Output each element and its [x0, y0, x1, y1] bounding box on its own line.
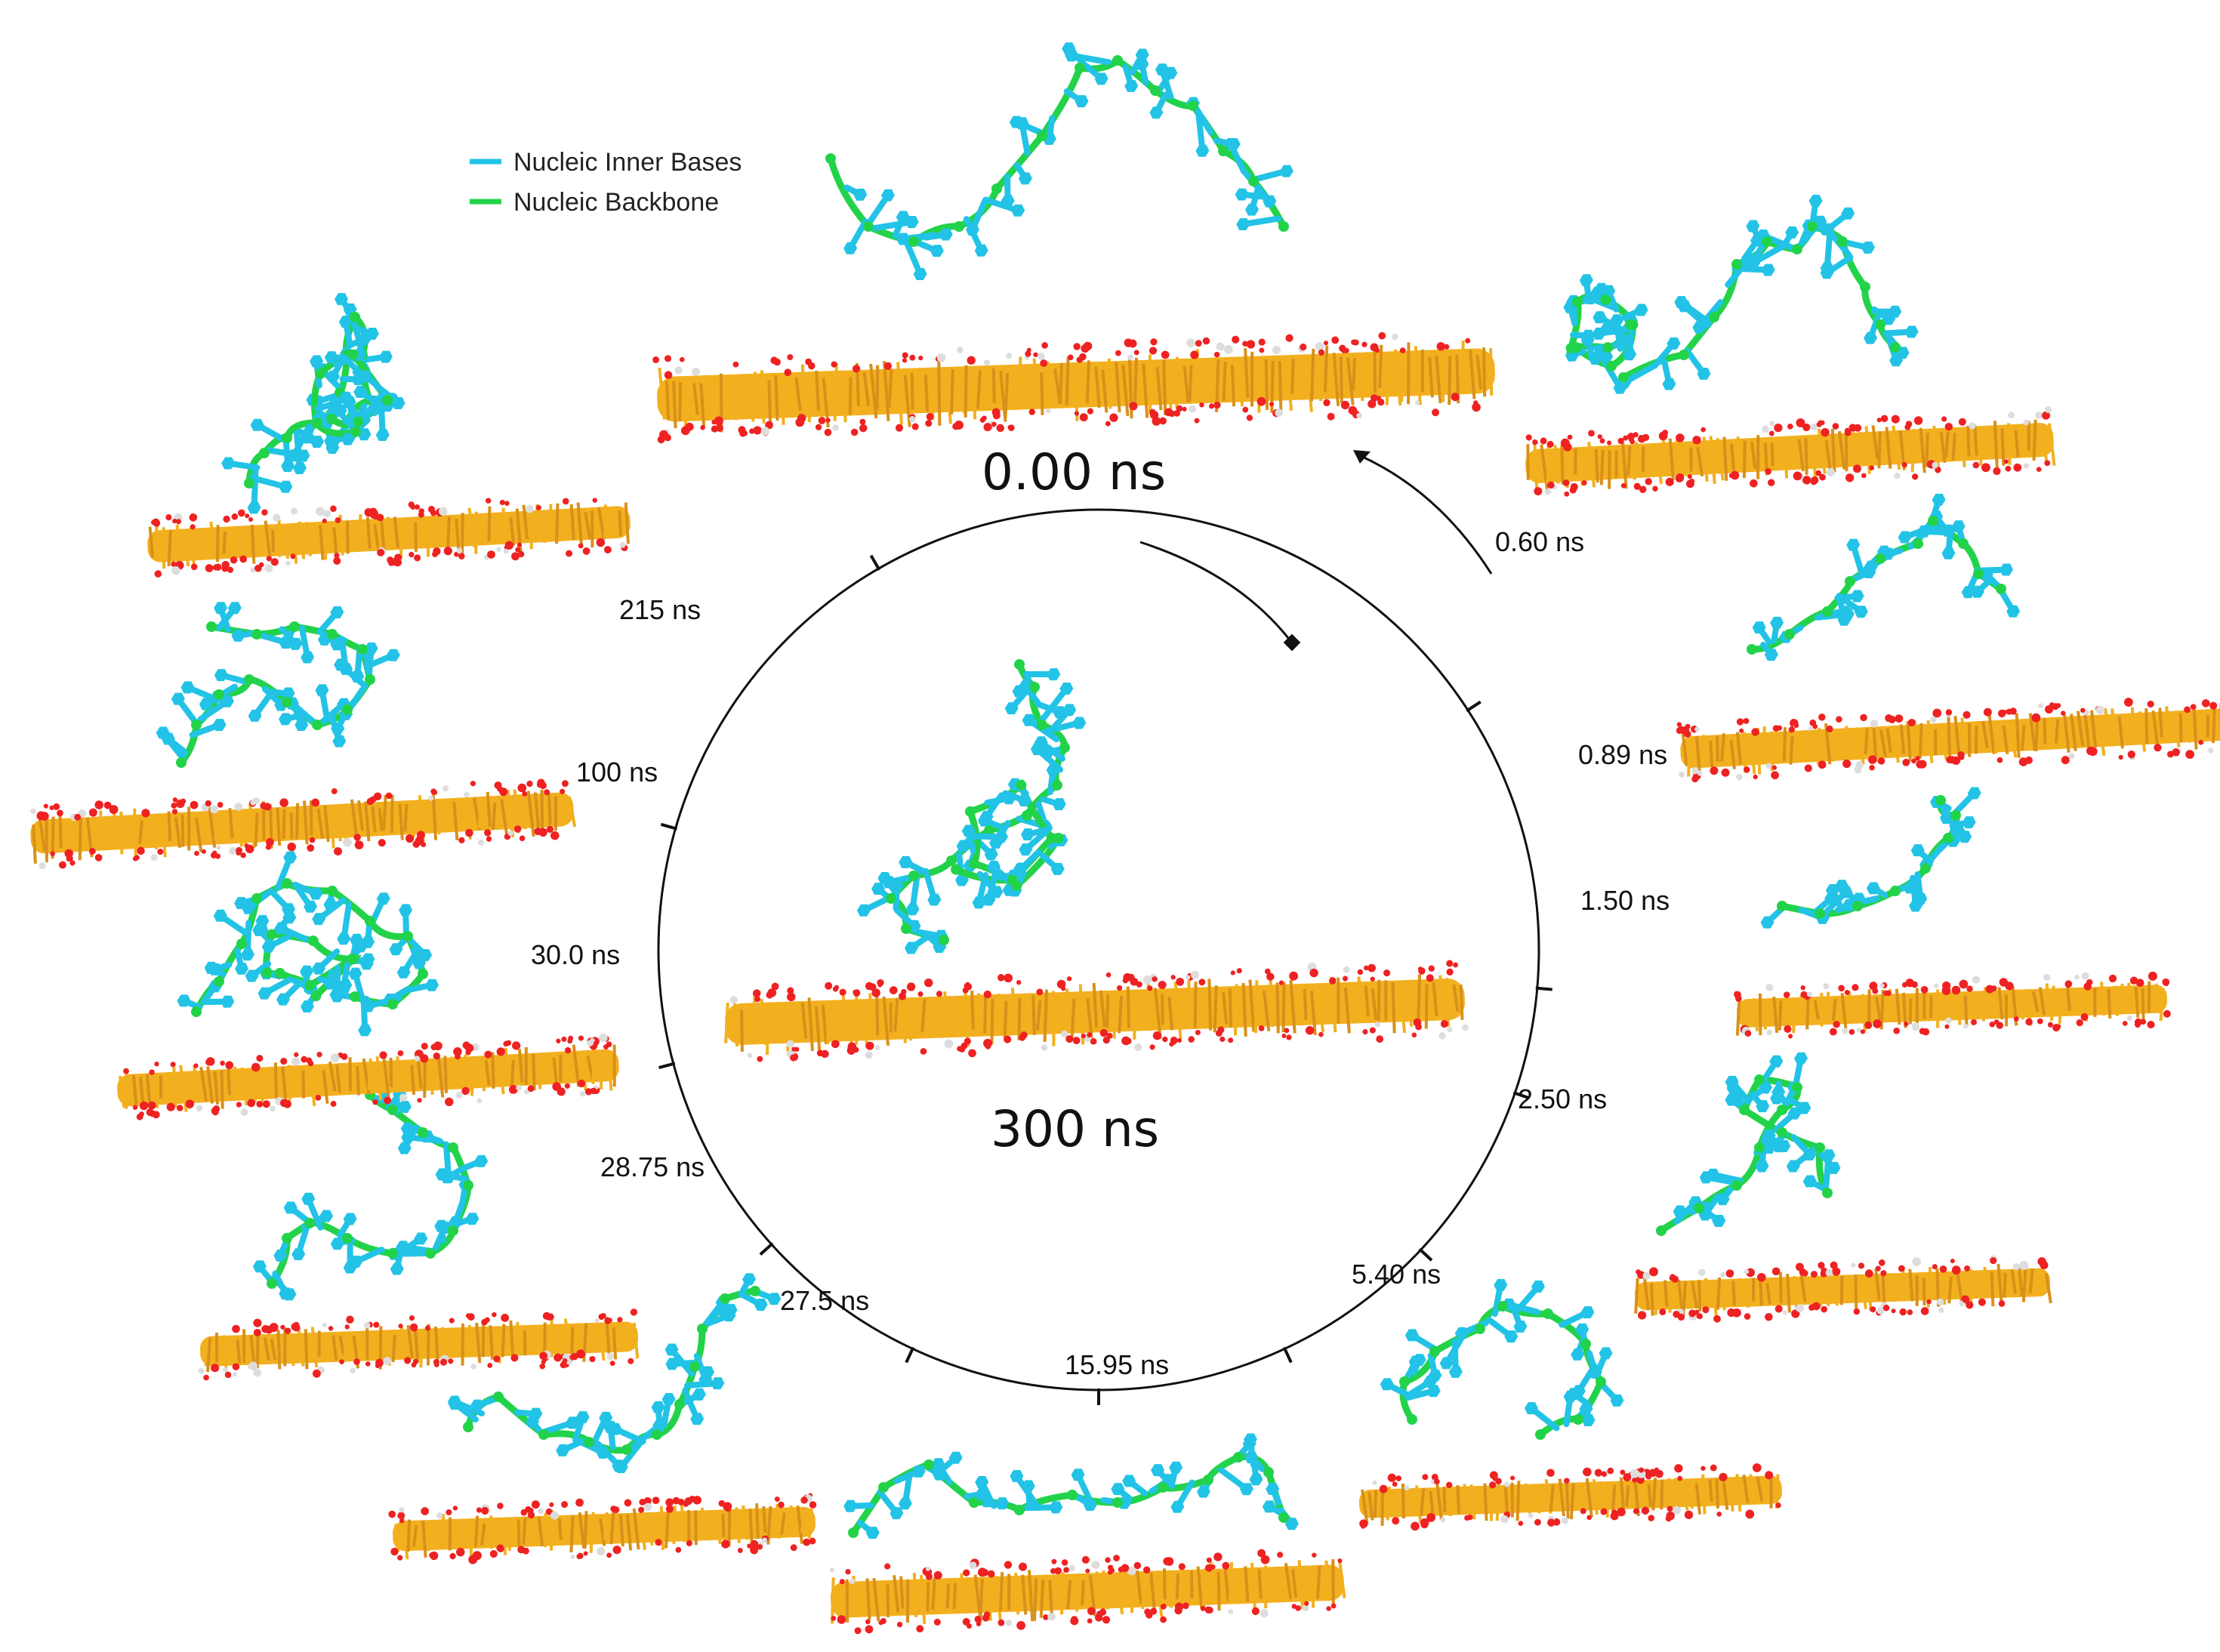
- nucleic-strand: [177, 851, 439, 1037]
- nucleic-strand: [843, 1433, 1299, 1540]
- legend: Nucleic Inner Bases Nucleic Backbone: [470, 148, 742, 217]
- snapshot-3: [1734, 787, 2171, 1039]
- strand-cluster-0: [951, 778, 1068, 909]
- timeline-tick: [658, 1062, 676, 1069]
- graphene-oxide-sheet: [1634, 1255, 2052, 1323]
- legend-label-bases: Nucleic Inner Bases: [513, 148, 742, 177]
- snapshots: [30, 42, 2220, 1635]
- tick-label-215: 215 ns: [619, 594, 701, 625]
- nucleic-strand: [856, 659, 1087, 954]
- snapshot-11: [147, 293, 631, 578]
- graphene-oxide-sheet: [388, 1493, 817, 1564]
- tick-label-0-60: 0.60 ns: [1495, 526, 1584, 557]
- end-time-label: 300 ns: [991, 1100, 1159, 1158]
- tick-label-0-89: 0.89 ns: [1578, 739, 1667, 770]
- nucleic-strand: [156, 602, 400, 768]
- nucleic-strand: [245, 911, 375, 1012]
- nucleic-strand: [1760, 787, 1981, 929]
- nucleic-strand: [252, 1074, 489, 1301]
- snapshot-6: [829, 1433, 1346, 1635]
- graphene-oxide-sheet: [724, 960, 1469, 1062]
- nucleic-strand: [1380, 1278, 1624, 1440]
- timeline-labels: 0.60 ns 0.89 ns 1.50 ns 2.50 ns 5.40 ns …: [531, 526, 1670, 1380]
- nucleic-strand: [1656, 1052, 1841, 1236]
- strand-cluster-2: [1563, 274, 1648, 394]
- graphene-oxide-sheet: [198, 1308, 640, 1381]
- timeline-ticks: [658, 554, 1552, 1405]
- timeline-tick: [1466, 700, 1482, 713]
- tick-label-5-40: 5.40 ns: [1352, 1259, 1441, 1290]
- timeline-tick: [1512, 1091, 1530, 1100]
- nucleic-strand: [825, 42, 1293, 281]
- graphene-oxide-sheet: [1525, 405, 2056, 497]
- graphene-oxide-sheet: [117, 1033, 619, 1120]
- timeline-tick: [1418, 1247, 1433, 1262]
- snapshot-8: [198, 1074, 640, 1381]
- timeline-tick: [905, 1346, 915, 1364]
- snapshot-2: [1676, 493, 2220, 783]
- strand-cluster-3: [245, 911, 375, 1012]
- nucleic-strand: [301, 348, 405, 445]
- graphene-oxide-sheet: [30, 778, 577, 870]
- legend-label-backbone: Nucleic Backbone: [513, 188, 719, 217]
- graphene-oxide-sheet: [1676, 698, 2220, 783]
- tick-label-1-50: 1.50 ns: [1580, 885, 1670, 916]
- snapshot-9: [117, 851, 619, 1120]
- nucleic-strand: [951, 778, 1068, 909]
- nucleic-strand: [1617, 195, 1919, 390]
- graphene-oxide-sheet: [1734, 971, 2171, 1039]
- graphene-oxide-sheet: [1359, 1463, 1782, 1531]
- tick-label-2-50: 2.50 ns: [1518, 1083, 1607, 1114]
- tick-label-28-75: 28.75 ns: [600, 1151, 705, 1182]
- start-time-label: 0.00 ns: [982, 443, 1166, 501]
- snapshot-5: [1359, 1278, 1782, 1531]
- tick-label-27-5: 27.5 ns: [780, 1285, 869, 1316]
- snapshot-7: [388, 1273, 817, 1564]
- snapshot-1: [1525, 195, 2056, 497]
- graphene-oxide-sheet: [652, 331, 1495, 444]
- tick-label-15-95: 15.95 ns: [1065, 1349, 1169, 1380]
- snapshot-10: [30, 602, 577, 870]
- timeline-tick: [869, 554, 881, 571]
- nucleic-strand: [1747, 493, 2021, 661]
- timeline-tick: [759, 1242, 774, 1256]
- nucleic-strand: [1563, 274, 1648, 394]
- snapshot-0: [652, 42, 1495, 444]
- timeline-tick: [1282, 1346, 1293, 1364]
- graphene-oxide-sheet: [829, 1549, 1346, 1635]
- graphene-oxide-sheet: [147, 498, 631, 578]
- snapshot-12: [724, 659, 1469, 1062]
- snapshot-4: [1634, 1052, 2052, 1323]
- nucleic-strand: [447, 1273, 782, 1474]
- timeline-circle: [657, 508, 1540, 1392]
- timeline-tick: [660, 822, 678, 831]
- tick-label-30-0: 30.0 ns: [531, 939, 620, 970]
- strand-cluster-1: [301, 348, 405, 445]
- timeline-tick: [1535, 986, 1552, 991]
- end-arrow: [1139, 541, 1301, 652]
- tick-label-100: 100 ns: [576, 757, 658, 787]
- start-arrow: [1353, 450, 1493, 575]
